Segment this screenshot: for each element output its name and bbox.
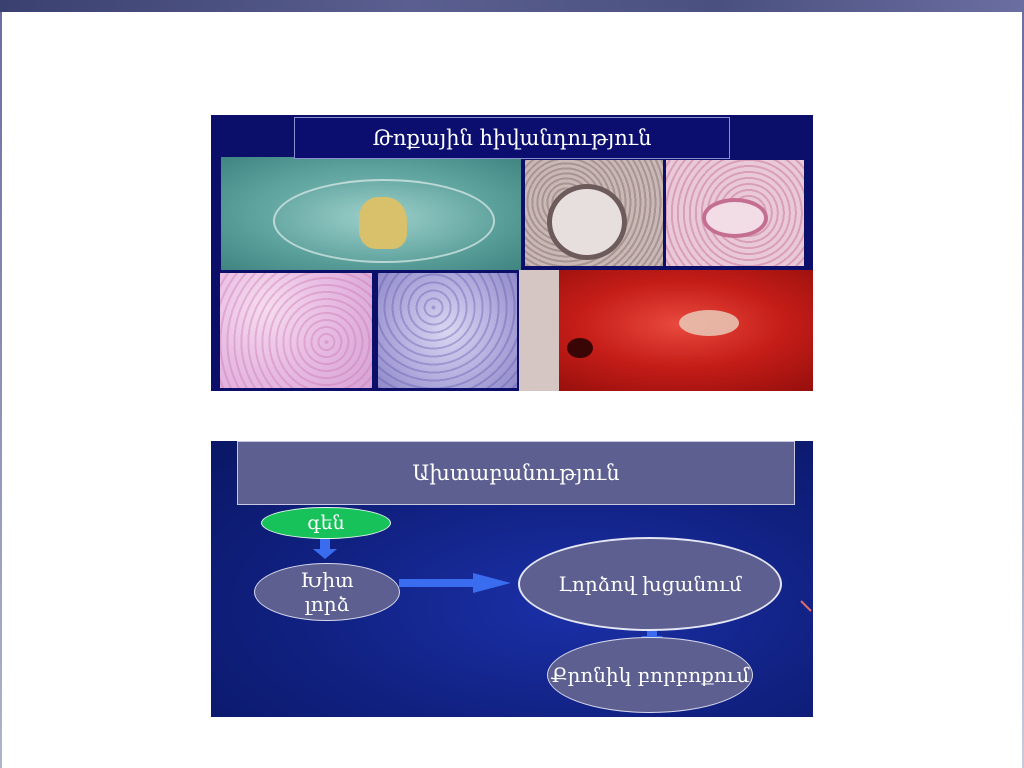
background-cloth: [519, 270, 559, 391]
arrow-gene-to-sputum: [313, 539, 337, 559]
gene-label: գեն: [307, 512, 345, 534]
mucus-obstruction-label: Լորձով խցանում: [558, 572, 742, 596]
bronchus-lumen: [547, 184, 627, 260]
petri-dish-photo: [221, 157, 521, 270]
presentation-top-bar: [0, 0, 1024, 12]
histology-bronchus-photo: [525, 160, 663, 266]
chronic-inflammation-node: Քրոնիկ բորբոքում: [547, 637, 753, 713]
histology-pink-photo: [220, 273, 372, 388]
histology-airway-photo: [666, 160, 804, 266]
collage-title: Թոքային հիվանդություն: [294, 117, 730, 159]
gross-lung-photo: [519, 270, 813, 391]
chronic-inflammation-label: Քրոնիկ բորբոքում: [550, 663, 750, 687]
left-edge-stripe: [0, 12, 2, 768]
cavity: [567, 338, 593, 358]
thick-mucus-line1: Խիտ: [300, 568, 354, 592]
thick-mucus-label: Խիտ լորձ: [300, 568, 353, 616]
pulmonary-disease-collage: Թոքային հիվանդություն: [211, 115, 813, 391]
mucus-obstruction-node: Լորձով խցանում: [518, 537, 782, 631]
airway-lumen: [702, 198, 768, 238]
thick-mucus-line2: լորձ: [304, 592, 350, 616]
pathogenesis-diagram: Ախտաբանություն գեն Խիտ լորձ Լորձով խցանո…: [211, 441, 813, 717]
mucus-specimen: [359, 197, 407, 249]
gene-node: գեն: [261, 507, 391, 539]
thick-mucus-node: Խիտ լորձ: [254, 563, 400, 621]
right-edge-stripe: [1022, 12, 1024, 768]
arrow-sputum-to-obstruction: [399, 573, 511, 593]
diagram-title: Ախտաբանություն: [237, 441, 795, 505]
pale-tissue: [679, 310, 739, 336]
histology-purple-photo: [378, 273, 517, 388]
decorative-stroke: [800, 600, 812, 612]
